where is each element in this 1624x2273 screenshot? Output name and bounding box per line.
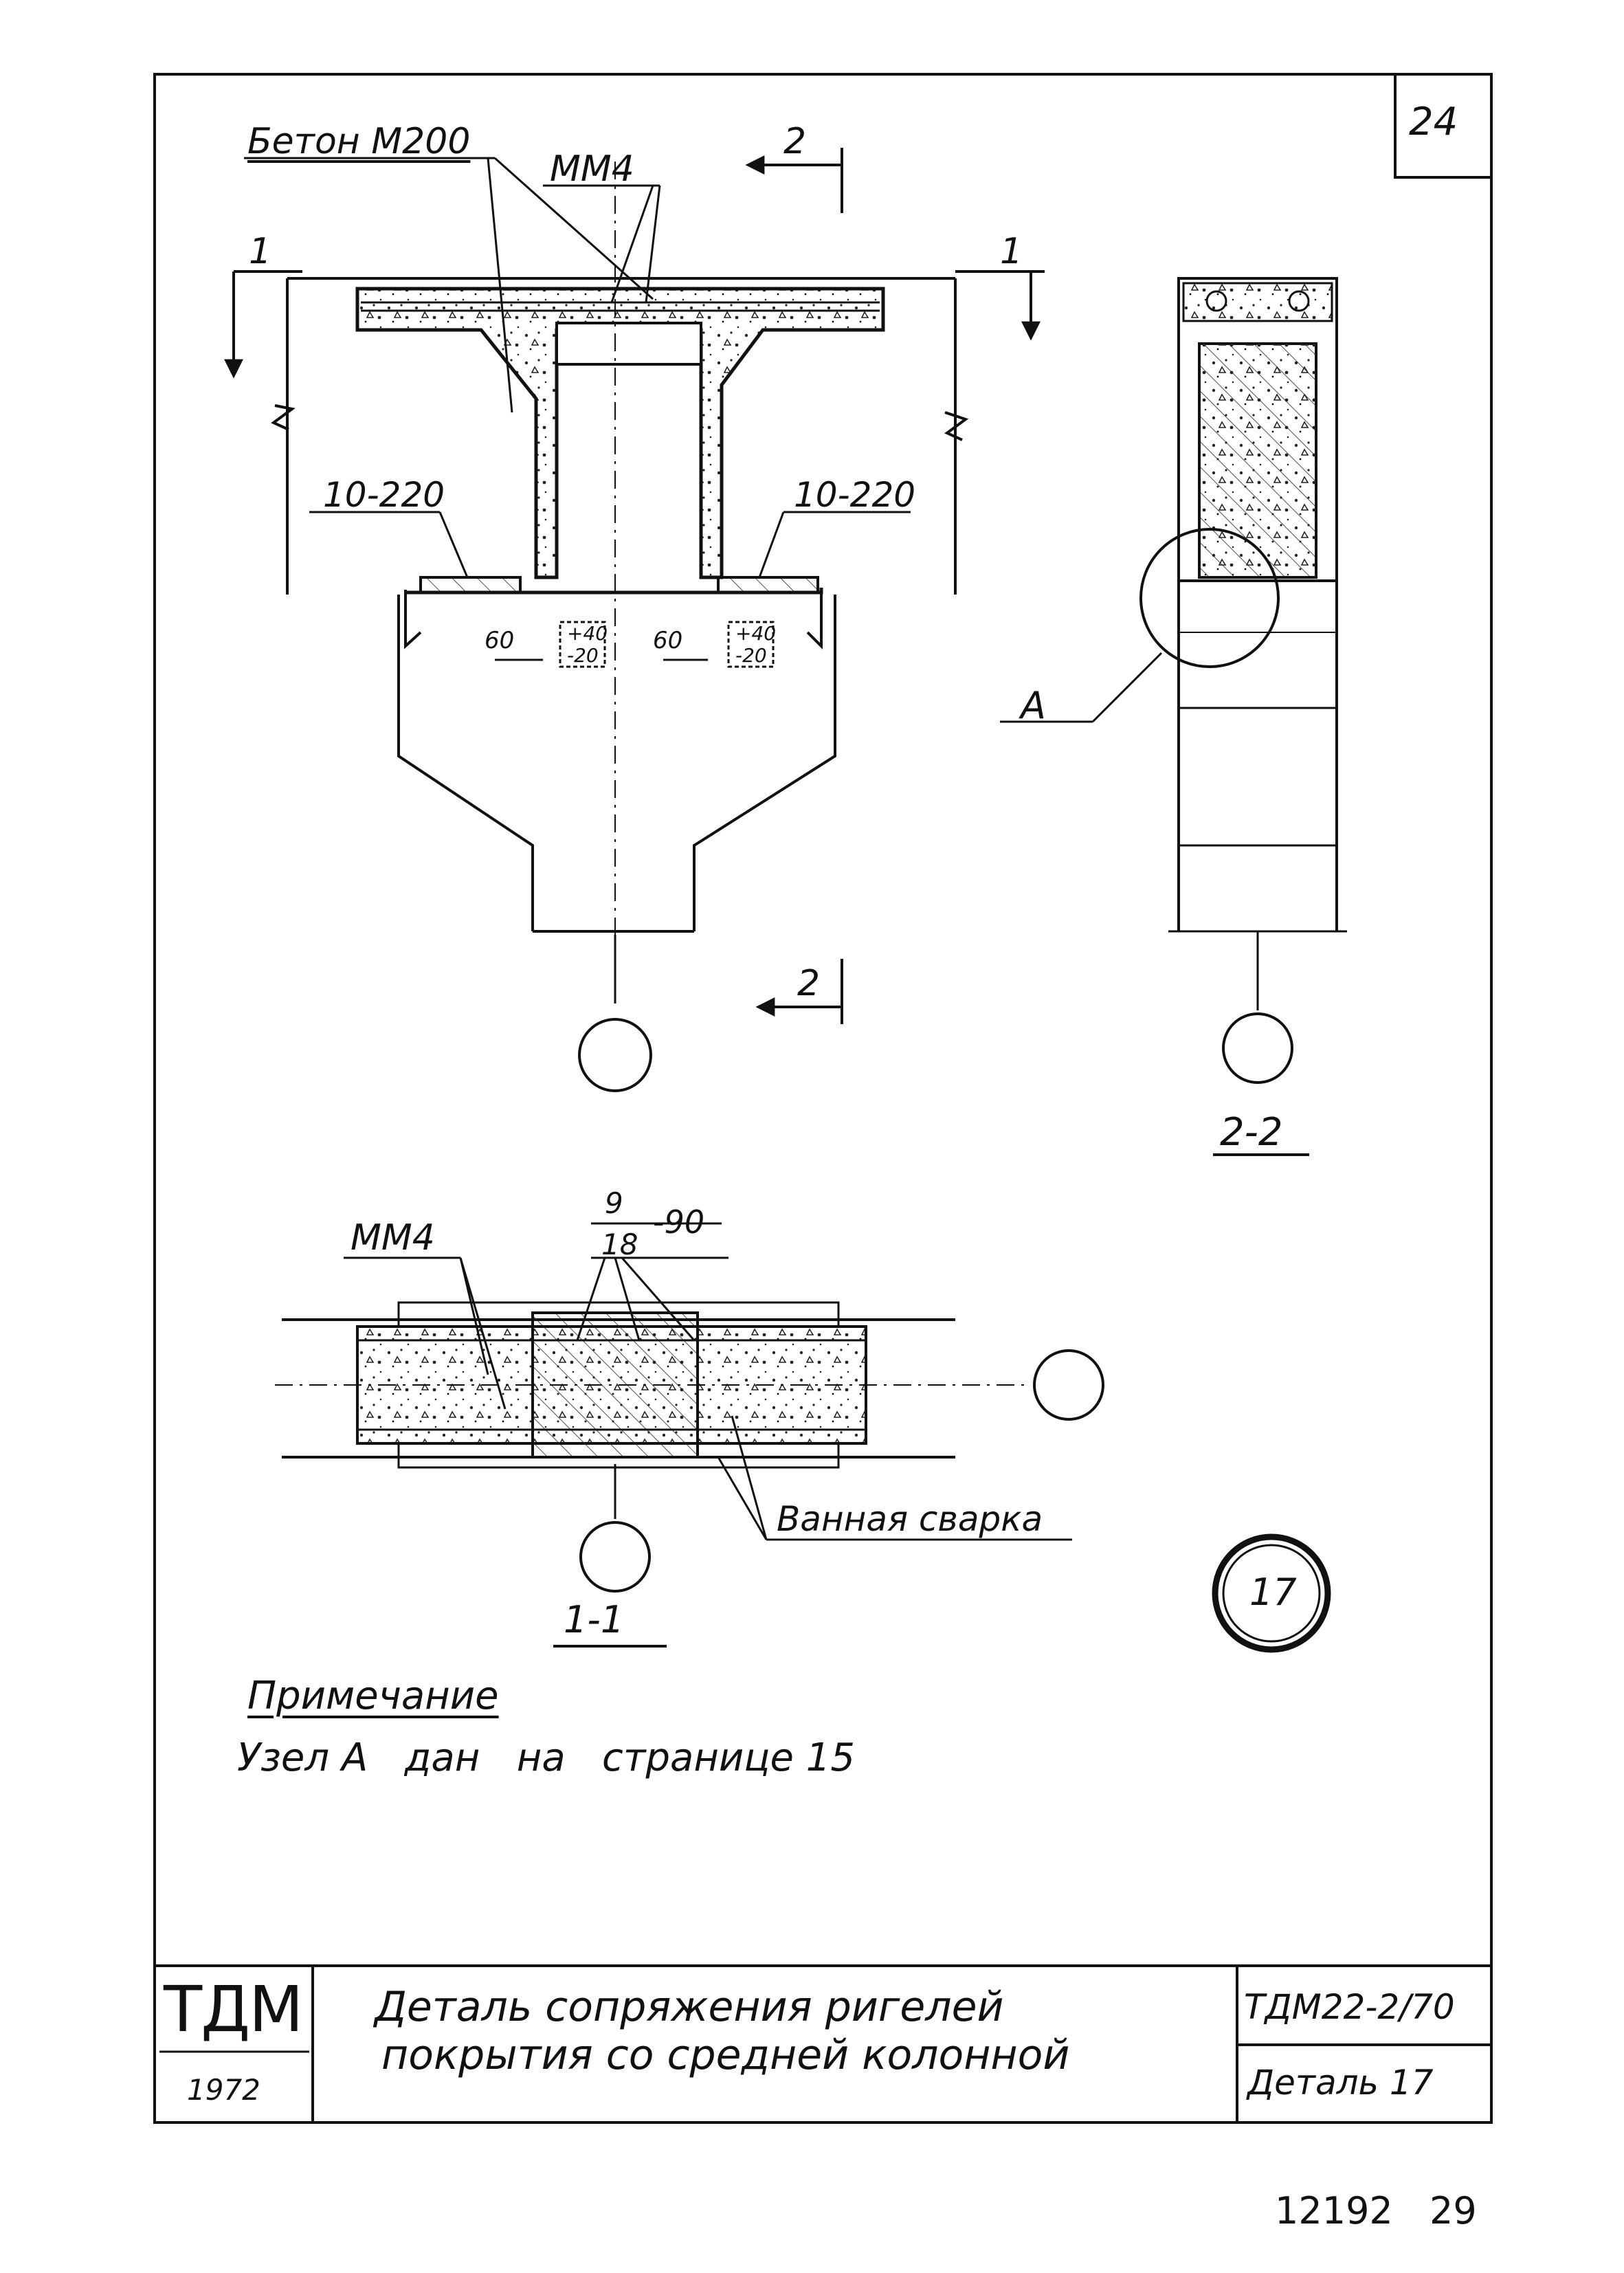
label-weld: Ванная сварка — [777, 1499, 1043, 1539]
title-block-year: 1972 — [187, 2073, 260, 2107]
label-tol-right-bottom: -20 — [735, 644, 767, 667]
label-bar-length: -90 — [653, 1204, 705, 1241]
detail-stamp-number: 17 — [1249, 1571, 1297, 1614]
label-tol-left-bottom: -20 — [567, 644, 599, 667]
title-block-series: ТДМ22-2/70 — [1244, 1987, 1455, 2027]
label-bar-numerator: 9 — [605, 1186, 623, 1220]
label-section-2-top: 2 — [783, 121, 807, 162]
note-heading: Примечание — [247, 1674, 499, 1718]
page-number: 24 — [1409, 100, 1458, 144]
label-section-1-right: 1 — [1000, 231, 1023, 272]
main-elevation — [224, 148, 1045, 1092]
label-tol-left-top: +40 — [567, 622, 608, 645]
title-block-logo: ТДМ — [164, 1973, 303, 2046]
label-section-1-1: 1-1 — [564, 1598, 625, 1641]
label-mm4-top: ММ4 — [550, 148, 634, 190]
label-dim-60-right: 60 — [653, 627, 683, 654]
label-section-2-2: 2-2 — [1220, 1110, 1283, 1155]
label-tol-right-top: +40 — [735, 622, 777, 645]
archive-number: 12192 — [1275, 2189, 1393, 2232]
title-block-title-line1: Деталь сопряжения ригелей — [375, 1983, 1004, 2031]
plan-1-1 — [275, 1222, 1104, 1648]
title-block-title-line2: покрытия со средней колонной — [381, 2031, 1070, 2079]
axis-marker-bottom — [578, 1018, 652, 1092]
label-rebar-right: 10-220 — [794, 475, 916, 515]
section-2-2 — [1000, 277, 1347, 1156]
label-section-2-bottom: 2 — [797, 963, 821, 1004]
node-a-circle — [1139, 528, 1280, 668]
label-node-a: А — [1021, 684, 1046, 727]
page-number-box — [1394, 73, 1493, 179]
label-rebar-left: 10-220 — [323, 475, 445, 515]
label-mm4-plan: ММ4 — [351, 1217, 435, 1259]
note-text: Узел А дан на странице 15 — [237, 1736, 855, 1780]
label-dim-60-left: 60 — [485, 627, 515, 654]
detail-stamp — [1212, 1533, 1331, 1653]
sheet-number: 29 — [1430, 2189, 1477, 2232]
label-bar-denominator: 18 — [601, 1228, 638, 1261]
label-section-1-left: 1 — [249, 231, 272, 272]
title-block-detail: Деталь 17 — [1247, 2063, 1434, 2103]
label-beton-m200: Бетон М200 — [247, 121, 471, 162]
frame — [153, 73, 1493, 2124]
